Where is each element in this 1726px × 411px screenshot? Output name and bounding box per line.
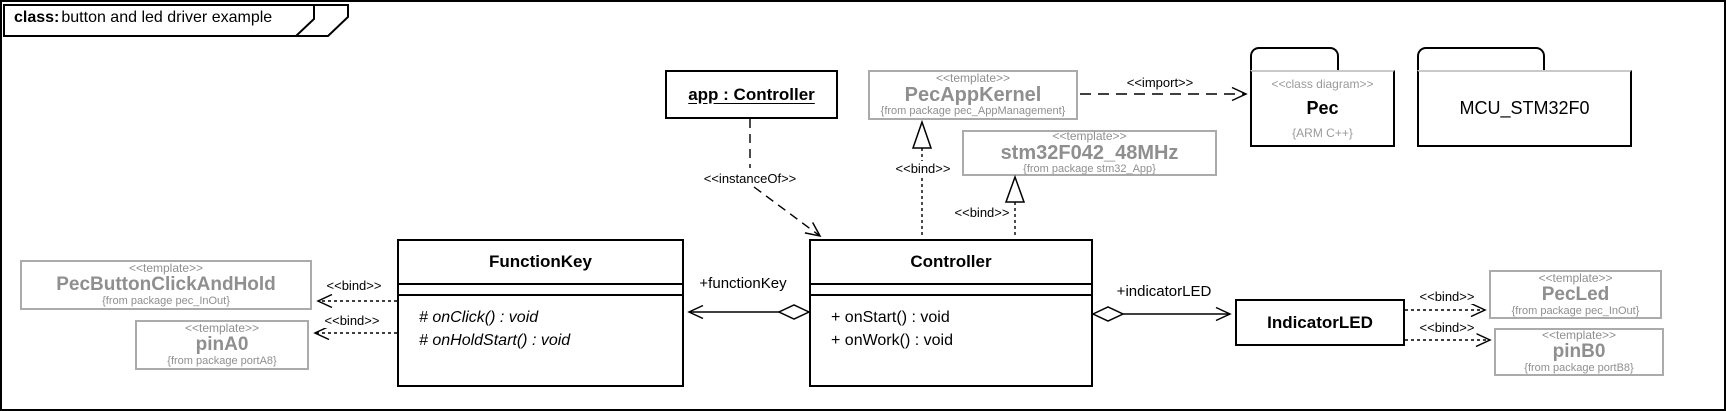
generalization-triangle xyxy=(1004,174,1026,203)
class-box-functionkey[interactable]: FunctionKey # onClick() : void # onHoldS… xyxy=(397,239,684,387)
template-name: pinB0 xyxy=(1552,341,1606,362)
template-box-pinb0[interactable]: <<template>> pinB0 {from package portB8} xyxy=(1494,328,1664,376)
operation-item: # onClick() : void xyxy=(419,309,539,326)
package-tab-pec xyxy=(1250,47,1339,72)
template-box-pina0[interactable]: <<template>> pinA0 {from package portA8} xyxy=(135,320,309,370)
class-operations-compartment: # onClick() : void # onHoldStart() : voi… xyxy=(399,296,682,352)
stereotype-label: <<template>> xyxy=(935,71,1011,85)
object-box-app-controller[interactable]: app : Controller xyxy=(665,70,838,119)
stereotype-label: <<template>> xyxy=(184,321,260,335)
bind-label-pinb0: <<bind>> xyxy=(1417,320,1477,335)
package-stereotype: <<class diagram>> xyxy=(1271,77,1374,91)
template-box-stm32f042[interactable]: <<template>> stm32F042_48MHz {from packa… xyxy=(962,130,1217,176)
class-title: Controller xyxy=(910,252,992,271)
operation-item: # onHoldStart() : void xyxy=(419,332,571,349)
class-box-controller[interactable]: Controller + onStart() : void + onWork()… xyxy=(809,239,1093,387)
class-box-indicatorled[interactable]: IndicatorLED xyxy=(1235,299,1405,346)
template-name: PecAppKernel xyxy=(904,84,1042,106)
package-pec[interactable]: <<class diagram>> Pec {ARM C++} xyxy=(1250,70,1395,147)
from-package-label: {from package portA8} xyxy=(167,355,277,367)
bind-label-pecbutton: <<bind>> xyxy=(324,278,384,293)
stereotype-label: <<template>> xyxy=(1538,270,1613,285)
bind-label-pecappkernel: <<bind>> xyxy=(893,161,953,176)
class-operations-compartment: + onStart() : void + onWork() : void xyxy=(811,296,1091,352)
frame-title-text: button and led driver example xyxy=(61,9,273,26)
class-attributes-compartment xyxy=(811,283,1091,296)
template-box-pecled[interactable]: <<template>> PecLed {from package pec_In… xyxy=(1489,270,1662,319)
aggregation-indicatorled xyxy=(1091,306,1232,322)
bind-label-pina0: <<bind>> xyxy=(322,313,382,328)
frame-title: class:button and led driver example xyxy=(14,9,272,27)
bind-label-pecled: <<bind>> xyxy=(1417,289,1477,304)
class-attributes-compartment xyxy=(399,283,682,296)
package-name: Pec xyxy=(1306,98,1339,118)
class-title: IndicatorLED xyxy=(1267,312,1373,332)
role-label-functionkey: +functionKey xyxy=(697,275,789,292)
generalization-triangle xyxy=(911,119,933,149)
aggregation-diamond xyxy=(777,304,811,320)
template-name: pinA0 xyxy=(195,334,249,355)
package-annotation: {ARM C++} xyxy=(1292,126,1353,140)
aggregation-diamond xyxy=(1091,306,1125,322)
bind-label-stm32: <<bind>> xyxy=(952,205,1012,220)
template-box-pecbuttonclickandhold[interactable]: <<template>> PecButtonClickAndHold {from… xyxy=(20,260,312,310)
package-name: MCU_STM32F0 xyxy=(1459,98,1590,118)
stereotype-label: <<template>> xyxy=(128,261,204,275)
from-package-label: {from package pec_InOut} xyxy=(1511,304,1640,317)
stereotype-label: <<template>> xyxy=(1052,129,1127,143)
class-title: FunctionKey xyxy=(489,252,592,271)
aggregation-functionkey xyxy=(687,304,811,320)
from-package-label: {from package pec_AppManagement} xyxy=(880,105,1066,117)
from-package-label: {from package portB8} xyxy=(1524,362,1634,374)
package-tab-mcu xyxy=(1417,47,1545,72)
role-label-indicatorled: +indicatorLED xyxy=(1114,283,1214,300)
import-label: <<import>> xyxy=(1124,75,1196,90)
operation-item: + onWork() : void xyxy=(831,332,953,349)
template-name: stm32F042_48MHz xyxy=(1000,142,1179,164)
operation-item: + onStart() : void xyxy=(831,309,950,326)
bind-connector-pecappkernel xyxy=(911,119,933,238)
template-box-pecappkernel[interactable]: <<template>> PecAppKernel {from package … xyxy=(868,70,1078,120)
instanceof-label: <<instanceOf>> xyxy=(701,171,799,186)
template-name: PecLed xyxy=(1541,283,1610,305)
from-package-label: {from package stm32_App} xyxy=(1023,163,1156,175)
from-package-label: {from package pec_InOut} xyxy=(102,295,230,307)
template-name: PecButtonClickAndHold xyxy=(56,274,276,295)
object-label: app : Controller xyxy=(688,84,815,104)
stereotype-label: <<template>> xyxy=(1541,328,1617,342)
package-mcu-stm32f0[interactable]: MCU_STM32F0 xyxy=(1417,70,1632,147)
frame-title-keyword: class: xyxy=(14,9,60,26)
